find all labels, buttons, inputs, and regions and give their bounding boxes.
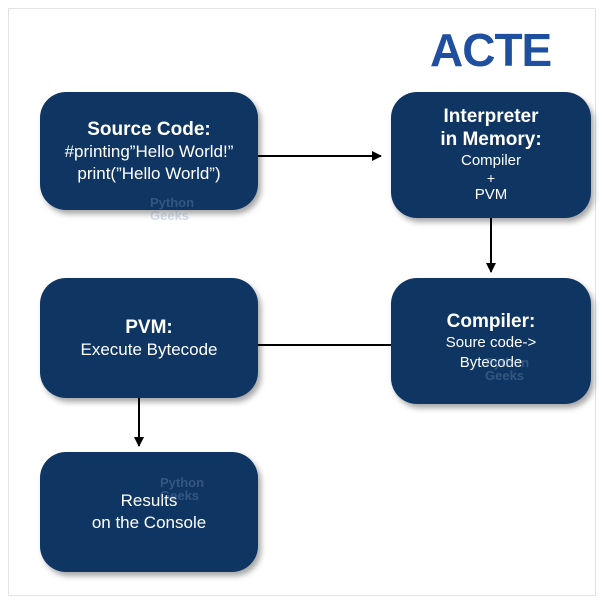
- interpreter-compiler-label: Compiler: [460, 152, 521, 169]
- diagram-frame: [8, 8, 596, 596]
- interpreter-title-1: Interpreter: [443, 106, 539, 127]
- compiler-line-1: Soure code->: [445, 333, 537, 351]
- acte-logo: ACTE: [430, 24, 580, 76]
- results-line-1: Results: [120, 491, 178, 510]
- compiler-line-2: Bytecode: [459, 353, 523, 371]
- pvm-node: PVM: Execute Bytecode: [40, 278, 258, 398]
- source-code-line-2: print(”Hello World”): [77, 163, 221, 183]
- source-code-line-1: #printing”Hello World!”: [64, 141, 234, 161]
- source-code-title: Source Code:: [87, 118, 211, 140]
- interpreter-pvm-label: PVM: [474, 186, 508, 203]
- interpreter-title-2: in Memory:: [440, 129, 542, 150]
- compiler-title: Compiler:: [446, 310, 536, 332]
- interpreter-node: Interpreter in Memory: Compiler + PVM: [391, 92, 591, 218]
- results-line-2: on the Console: [91, 513, 207, 532]
- interpreter-plus: +: [486, 170, 496, 186]
- pvm-line-1: Execute Bytecode: [80, 339, 218, 359]
- compiler-node: Compiler: Soure code-> Bytecode: [391, 278, 591, 404]
- pvm-title: PVM:: [125, 316, 173, 338]
- source-code-node: Source Code: #printing”Hello World!” pri…: [40, 92, 258, 210]
- logo-text: ACTE: [430, 24, 552, 76]
- results-node: Results on the Console: [40, 452, 258, 572]
